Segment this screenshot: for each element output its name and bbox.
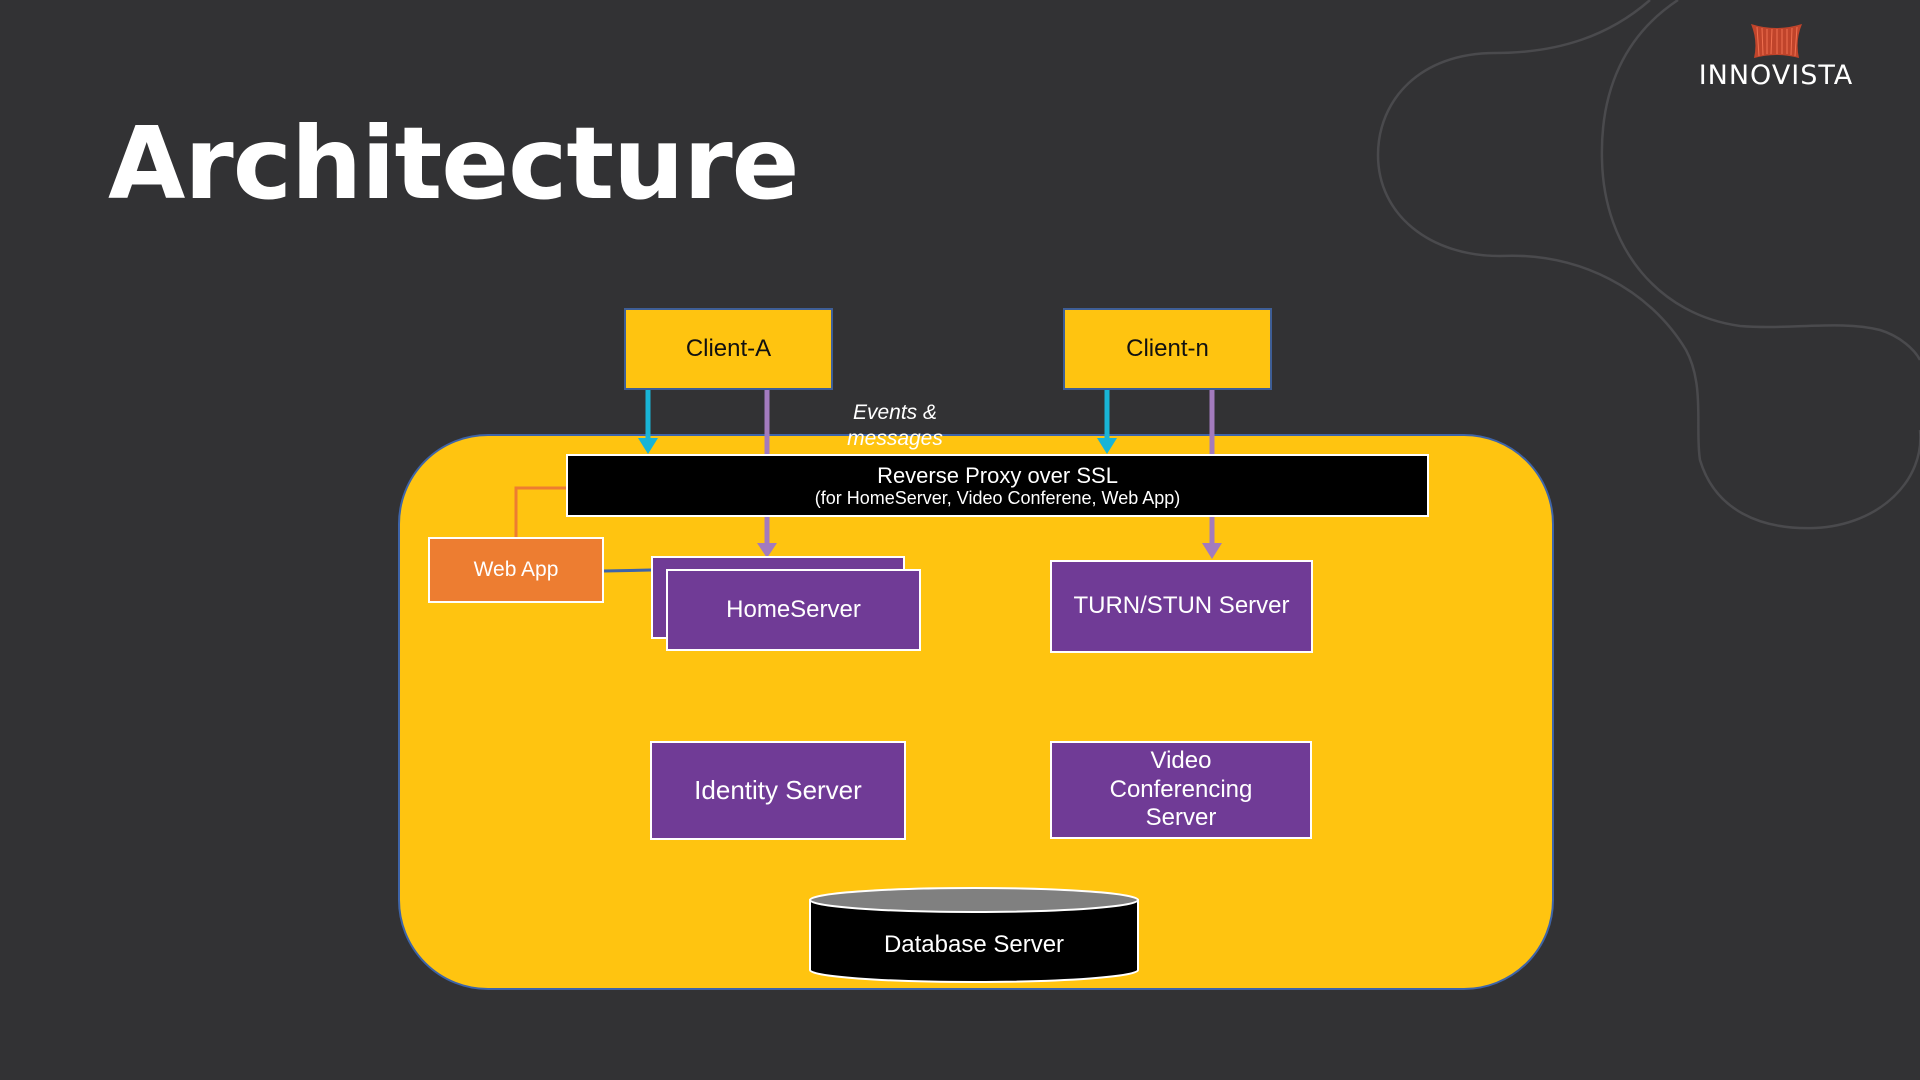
events-annotation-line2: messages <box>847 427 943 450</box>
brand-name: INNOVISTA <box>1698 60 1854 91</box>
identity-server-label: Identity Server <box>694 774 862 805</box>
events-messages-annotation: Events & messages <box>820 400 970 452</box>
homeserver-box: HomeServer <box>666 569 921 651</box>
database-server-label: Database Server <box>883 931 1065 958</box>
turn-stun-server-box: TURN/STUN Server <box>1050 560 1313 653</box>
client-n-box: Client-n <box>1063 308 1272 390</box>
server-environment-container <box>398 434 1554 990</box>
events-annotation-line1: Events & <box>852 401 938 424</box>
video-conferencing-server-box: Video Conferencing Server <box>1050 741 1312 839</box>
client-a-box: Client-A <box>624 308 833 390</box>
homeserver-label: HomeServer <box>726 595 861 623</box>
web-app-label: Web App <box>473 558 559 581</box>
web-app-box: Web App <box>428 537 604 603</box>
reverse-proxy-subtitle: (for HomeServer, Video Conferene, Web Ap… <box>814 487 1181 508</box>
innovista-logo-icon <box>1751 24 1802 58</box>
client-n-label: Client-n <box>1126 335 1209 362</box>
client-a-label: Client-A <box>685 335 772 362</box>
turn-stun-server-label: TURN/STUN Server <box>1073 592 1290 620</box>
video-conferencing-label-line2: Conferencing <box>1109 775 1253 803</box>
identity-server-box: Identity Server <box>650 741 906 840</box>
reverse-proxy-title: Reverse Proxy over SSL <box>877 462 1118 488</box>
reverse-proxy-box: Reverse Proxy over SSL (for HomeServer, … <box>566 454 1429 517</box>
slide-title: Architecture <box>108 105 799 222</box>
video-conferencing-label-line1: Video <box>1150 746 1212 774</box>
video-conferencing-label-line3: Server <box>1145 804 1217 832</box>
